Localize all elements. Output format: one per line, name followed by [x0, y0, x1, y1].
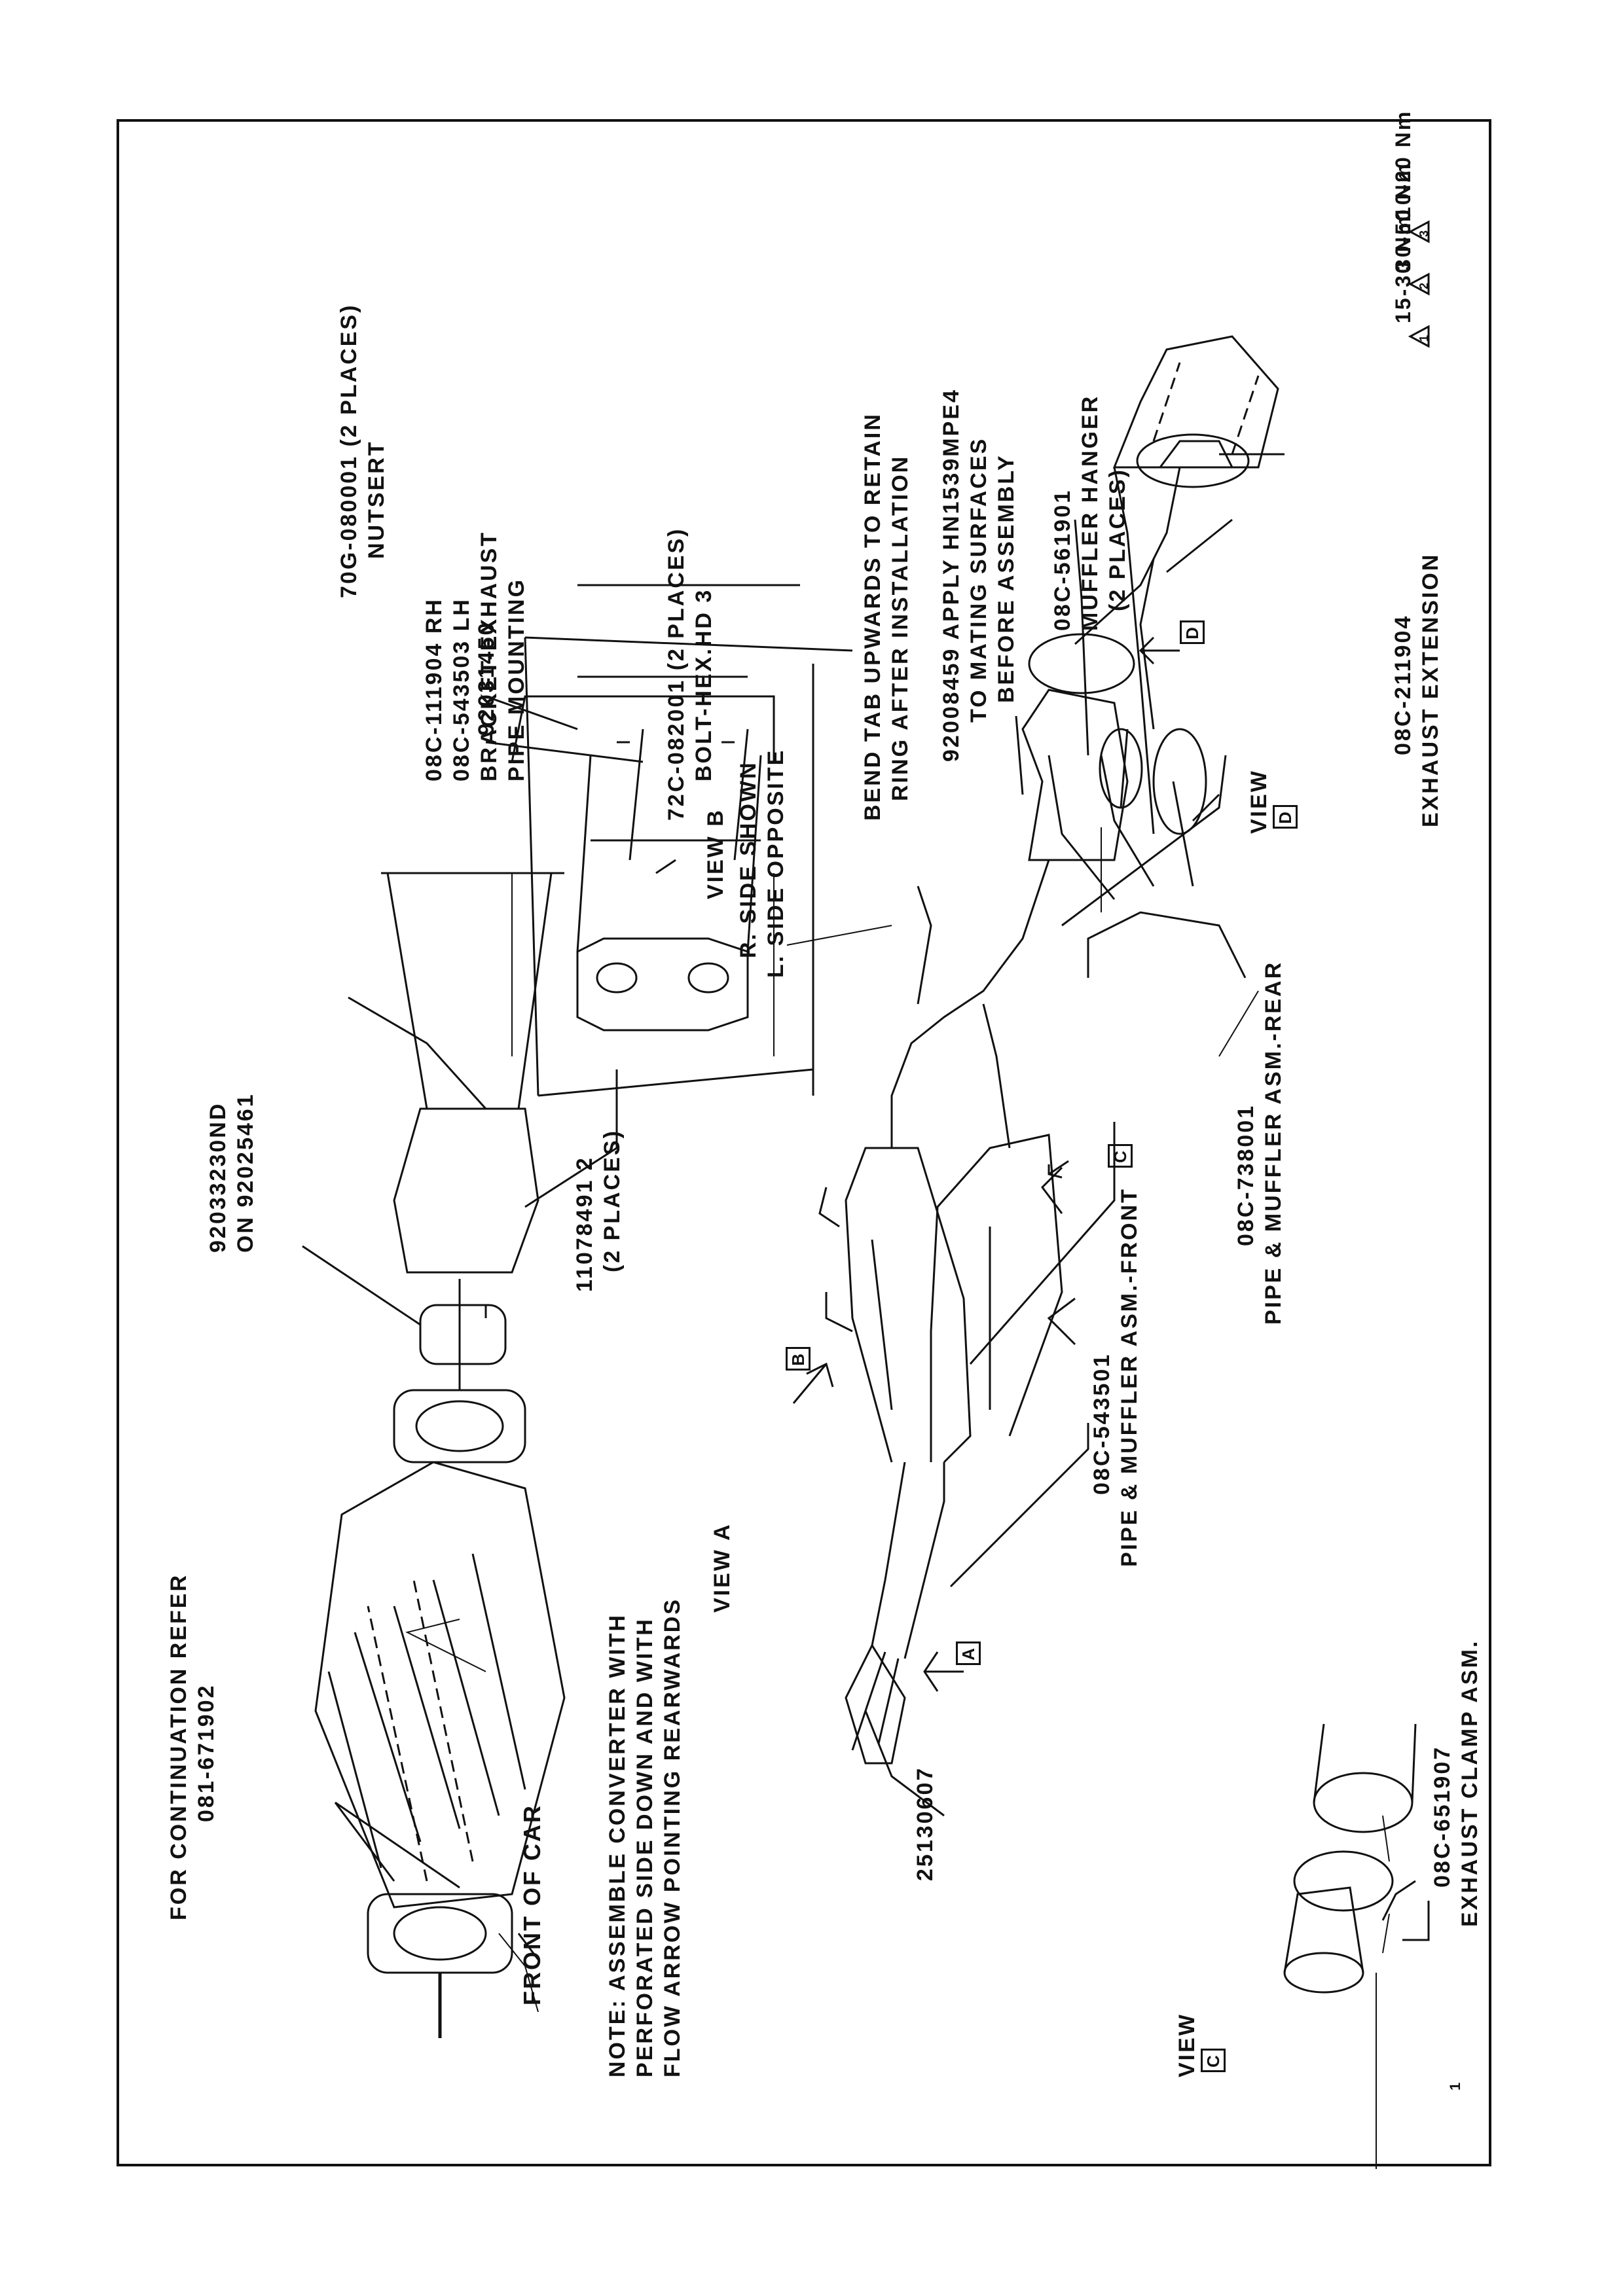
torque-spec-3: 10-20 Nm: [1391, 109, 1415, 219]
view-c-clamp-drawing: [1285, 1724, 1429, 2169]
torque-num-2: 2: [1417, 280, 1431, 289]
bolt-view-b-label: 72C-082001 (2 PLACES) BOLT-HEX.HD 3: [664, 527, 716, 821]
front-of-car-label: FRONT OF CAR: [519, 1804, 545, 2005]
view-b-title: VIEW B: [703, 808, 728, 899]
exhaust-clamp-label: 08C-651907 EXHAUST CLAMP ASM.: [1430, 1639, 1482, 1927]
view-c-box: C: [1201, 2049, 1226, 2072]
catalytic-converter-drawing: [302, 873, 617, 2038]
converter-note: NOTE: ASSEMBLE CONVERTER WITH PERFORATED…: [605, 1598, 685, 2077]
callout-c: C: [1108, 1144, 1133, 1168]
view-b-bracket-drawing: [486, 585, 892, 1096]
callout-a: A: [956, 1641, 981, 1665]
exhaust-line-art: [119, 122, 1494, 2169]
bracket-label: 08C-111904 RH 08C-543503 LH BRACKET-EXHA…: [422, 530, 529, 781]
exhaust-extension-label: 08C-211904 EXHAUST EXTENSION: [1391, 552, 1443, 827]
bolt-view-a-label: 11078491 2 (2 PLACES): [572, 1129, 625, 1292]
bend-tab-note: BEND TAB UPWARDS TO RETAIN RING AFTER IN…: [860, 412, 913, 821]
view-d-hanger-drawing: [1049, 336, 1278, 1056]
pipe-muffler-front-label: 08C-543501 PIPE & MUFFLER ASM.-FRONT: [1089, 1187, 1142, 1567]
rotated-drawing-sheet: FOR CONTINUATION REFER 081-671902 FRONT …: [119, 110, 1494, 2169]
torque-num-1: 1: [1417, 332, 1431, 342]
callout-d: D: [1180, 620, 1205, 644]
view-d-box: D: [1273, 805, 1298, 829]
pipe-muffler-rear-label: 08C-738001 PIPE & MUFFLER ASM.-REAR: [1233, 960, 1286, 1325]
side-shown-label: R. SIDE SHOWN L. SIDE OPPOSITE: [736, 748, 788, 978]
continuation-reference-label: FOR CONTINUATION REFER 081-671902: [166, 1573, 219, 1920]
nutsert-label: 70G-080001 (2 PLACES) NUTSERT: [337, 303, 389, 598]
torque-num-3: 3: [1417, 228, 1431, 237]
gasket-part-label: 92033230ND ON 92025461: [206, 1092, 258, 1253]
muffler-hanger-label: 08C-561901 MUFFLER HANGER (2 PLACES): [1050, 394, 1130, 631]
apply-sealant-note: 92008459 APPLY HN1539MPE4 TO MATING SURF…: [939, 388, 1019, 762]
part-25130607-label: 25130607: [913, 1766, 938, 1881]
exhaust-system-drawing: [793, 441, 1285, 1816]
torque-key-triangles: [1410, 222, 1429, 346]
drawing-frame: FOR CONTINUATION REFER 081-671902 FRONT …: [117, 110, 1494, 2169]
torque-callout-1: 1: [1447, 2080, 1463, 2090]
view-a-title: VIEW A: [710, 1522, 735, 1613]
callout-b: B: [786, 1347, 811, 1371]
